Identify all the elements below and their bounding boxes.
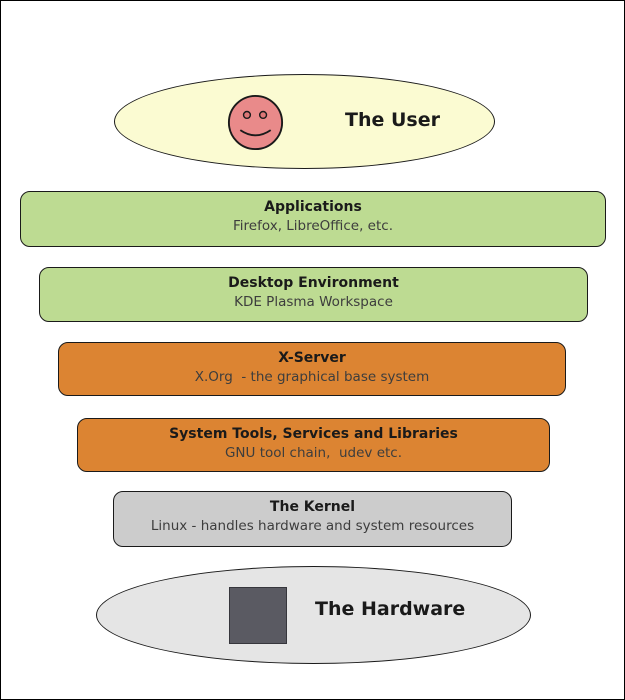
layer-title: Applications: [264, 199, 362, 215]
layer-box-kernel: The Kernel Linux - handles hardware and …: [113, 491, 512, 547]
layer-box-desktop-environment: Desktop Environment KDE Plasma Workspace: [39, 267, 588, 322]
layer-subtitle: GNU tool chain, udev etc.: [224, 445, 403, 461]
layer-title: X-Server: [278, 350, 346, 366]
layer-title: Desktop Environment: [228, 275, 399, 291]
chip-icon: [229, 587, 287, 644]
layer-box-x-server: X-Server X.Org - the graphical base syst…: [58, 342, 566, 396]
layer-subtitle: Linux - handles hardware and system reso…: [150, 518, 475, 534]
user-label: The User: [345, 109, 440, 131]
layer-title: The Kernel: [269, 499, 356, 515]
layer-subtitle: KDE Plasma Workspace: [234, 294, 393, 310]
hardware-label: The Hardware: [315, 598, 466, 620]
user-ellipse: The User: [114, 74, 495, 169]
smiley-face-icon: [227, 94, 284, 151]
layer-subtitle: X.Org - the graphical base system: [194, 369, 430, 385]
layer-subtitle: Firefox, LibreOffice, etc.: [233, 218, 393, 234]
layer-box-applications: Applications Firefox, LibreOffice, etc.: [20, 191, 606, 247]
hardware-ellipse: The Hardware: [96, 566, 531, 664]
layer-box-system-tools: System Tools, Services and Libraries GNU…: [77, 418, 550, 472]
layer-title: System Tools, Services and Libraries: [169, 426, 458, 442]
